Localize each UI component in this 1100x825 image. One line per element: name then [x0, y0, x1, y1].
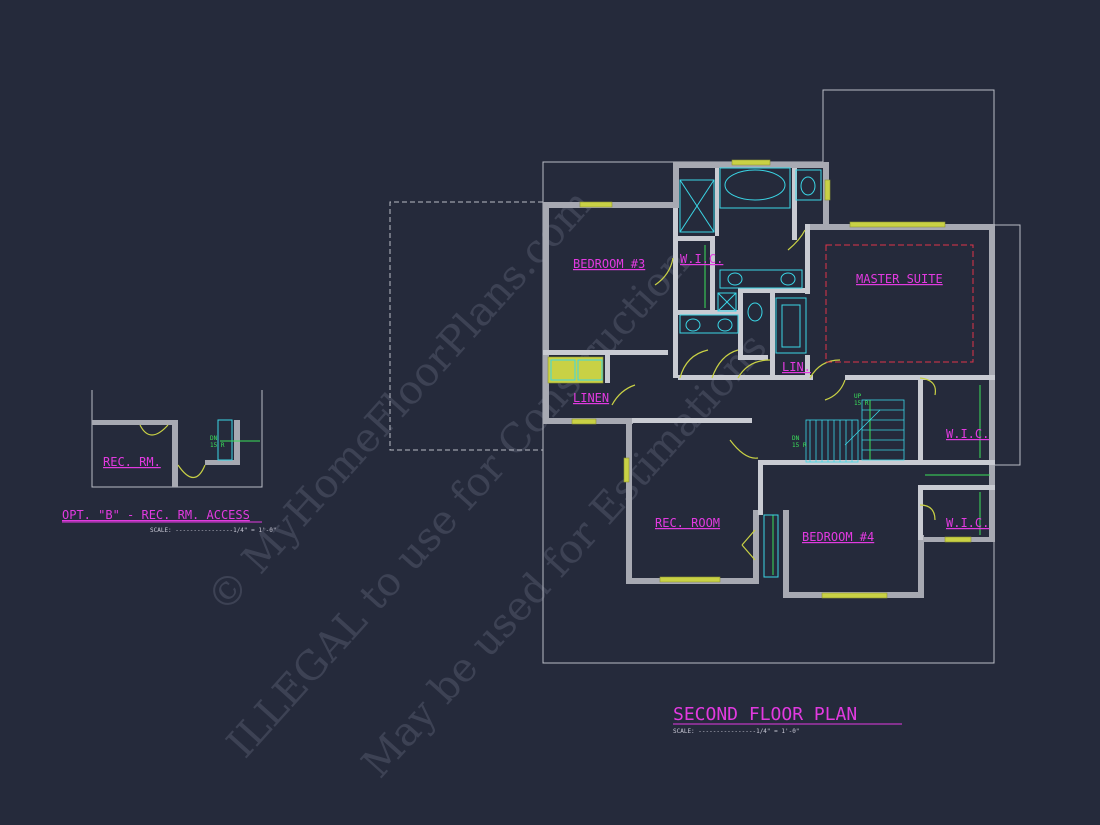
- plan-scale: SCALE: ----------------1/4" = 1'-0": [673, 728, 799, 735]
- option-b-door-bottom: [177, 464, 206, 479]
- main-plan: UP 15 R DN 15 R BEDROOM #3 W.I.C. MASTER…: [389, 89, 1021, 735]
- option-b-wall-bottom: [205, 460, 240, 465]
- shower: [679, 179, 715, 233]
- master-vanity: [719, 269, 803, 289]
- label-lin: LIN.: [782, 360, 811, 374]
- option-b-scale: SCALE: ----------------1/4" = 1'-0": [150, 527, 276, 534]
- option-b-wall-mid: [172, 420, 178, 487]
- option-b-dn-label: DN: [210, 435, 218, 442]
- master-ceiling-outline: [825, 244, 974, 363]
- toilet-hall: [747, 302, 763, 322]
- label-linen: LINEN: [573, 391, 609, 405]
- option-b-title: OPT. "B" - REC. RM. ACCESS: [62, 508, 250, 522]
- label-wic-2: W.I.C.: [946, 427, 989, 441]
- stair-up-label: UP: [854, 393, 862, 400]
- dashed-below-outline: [389, 201, 543, 451]
- toilet-master: [800, 176, 816, 196]
- label-bedroom-3: BEDROOM #3: [573, 257, 645, 271]
- label-wic-1: W.I.C.: [680, 252, 723, 266]
- stair-dn-count: 15 R: [792, 442, 807, 449]
- watermark: © MyHomeFloorPlans.com ILLEGAL to use fo…: [198, 181, 776, 787]
- stairs: UP 15 R DN 15 R: [792, 393, 905, 463]
- plan-title: SECOND FLOOR PLAN: [673, 704, 857, 725]
- stair-dn-label: DN: [792, 435, 800, 442]
- bathtub: [719, 167, 791, 209]
- hall-vanity: [679, 314, 739, 334]
- option-b-wall-top: [92, 420, 172, 425]
- label-bedroom-4: BEDROOM #4: [802, 530, 874, 544]
- option-b-room-label: REC. RM.: [103, 455, 161, 469]
- doors: [611, 229, 937, 561]
- label-rec-room: REC. ROOM: [655, 516, 720, 530]
- option-b-wall-right: [234, 420, 240, 465]
- closet-rods: [704, 245, 990, 578]
- windows: [571, 159, 972, 599]
- stair-up-count: 15 R: [854, 400, 869, 407]
- interior-walls: [543, 168, 995, 540]
- label-wic-3: W.I.C.: [946, 516, 989, 530]
- roof-outline-right: [994, 224, 1021, 466]
- option-b-dn-count: 15 R: [210, 442, 225, 449]
- option-b-inset: DN 15 R REC. RM. OPT. "B" - REC. RM. ACC…: [62, 390, 276, 534]
- bath-fixtures: [547, 167, 822, 384]
- option-b-door-top: [139, 424, 169, 436]
- option-b-stair: [217, 419, 233, 461]
- room-labels: BEDROOM #3 W.I.C. MASTER SUITE LINEN LIN…: [573, 252, 989, 544]
- hall-tub: [775, 297, 807, 354]
- label-master-suite: MASTER SUITE: [856, 272, 943, 286]
